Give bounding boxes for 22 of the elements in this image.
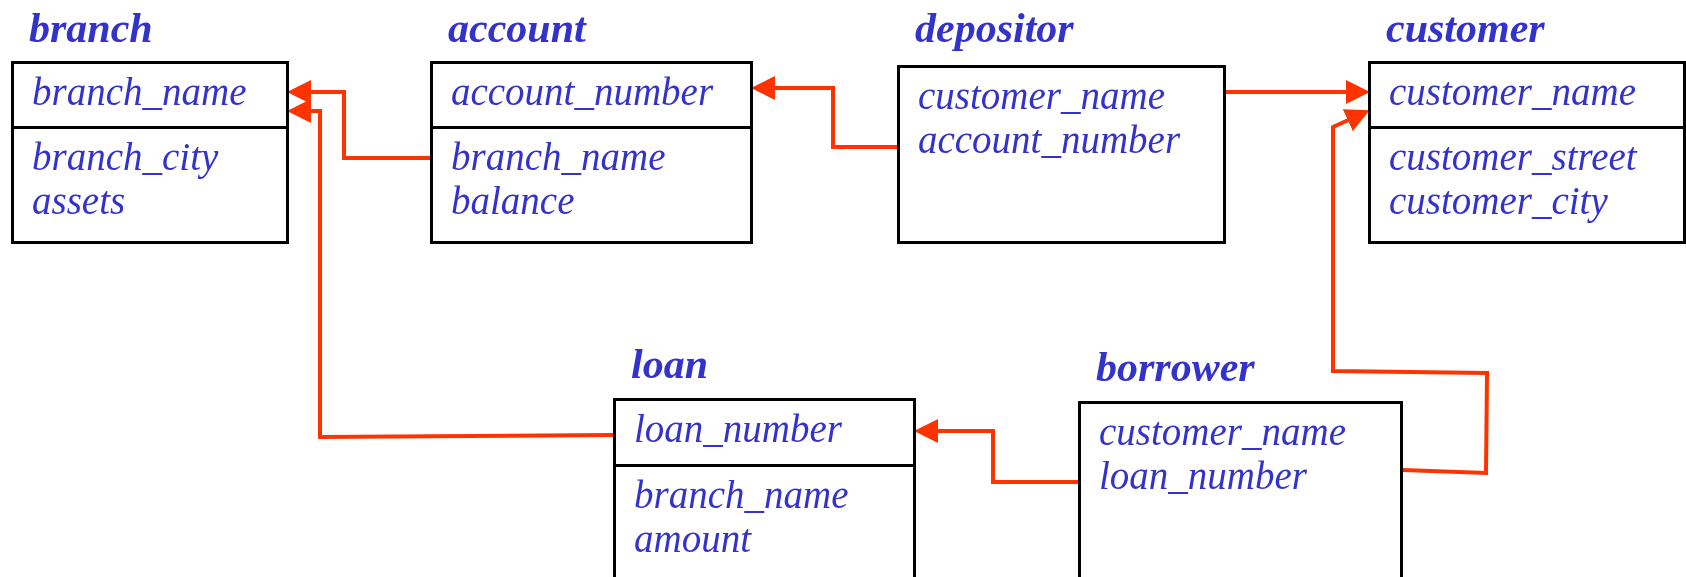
attribute-list: account_number	[451, 70, 714, 114]
table-name: depositor	[915, 4, 1074, 52]
foreign-key-arrow	[287, 99, 613, 439]
attribute-list: branch_name balance	[451, 135, 666, 223]
foreign-key-arrow	[287, 80, 430, 160]
attribute-list: customer_street customer_city	[1389, 135, 1637, 223]
attribute-list: customer_name	[1389, 70, 1636, 114]
table-name: borrower	[1096, 343, 1255, 391]
table-name: loan	[631, 340, 709, 388]
attribute-list: branch_name amount	[634, 473, 849, 561]
table-name: account	[448, 4, 586, 52]
attribute-list: customer_name account_number	[918, 74, 1181, 162]
foreign-key-arrow	[1226, 80, 1370, 104]
foreign-key-arrow	[914, 419, 1078, 484]
foreign-key-arrow	[751, 76, 897, 149]
table-name: customer	[1386, 4, 1545, 52]
table-name: branch	[29, 4, 153, 52]
attribute-list: loan_number	[634, 407, 842, 451]
foreign-key-arrow	[1331, 109, 1489, 476]
attribute-list: branch_name	[32, 70, 247, 114]
attribute-list: branch_city assets	[32, 135, 219, 223]
attribute-list: customer_name loan_number	[1099, 410, 1346, 498]
